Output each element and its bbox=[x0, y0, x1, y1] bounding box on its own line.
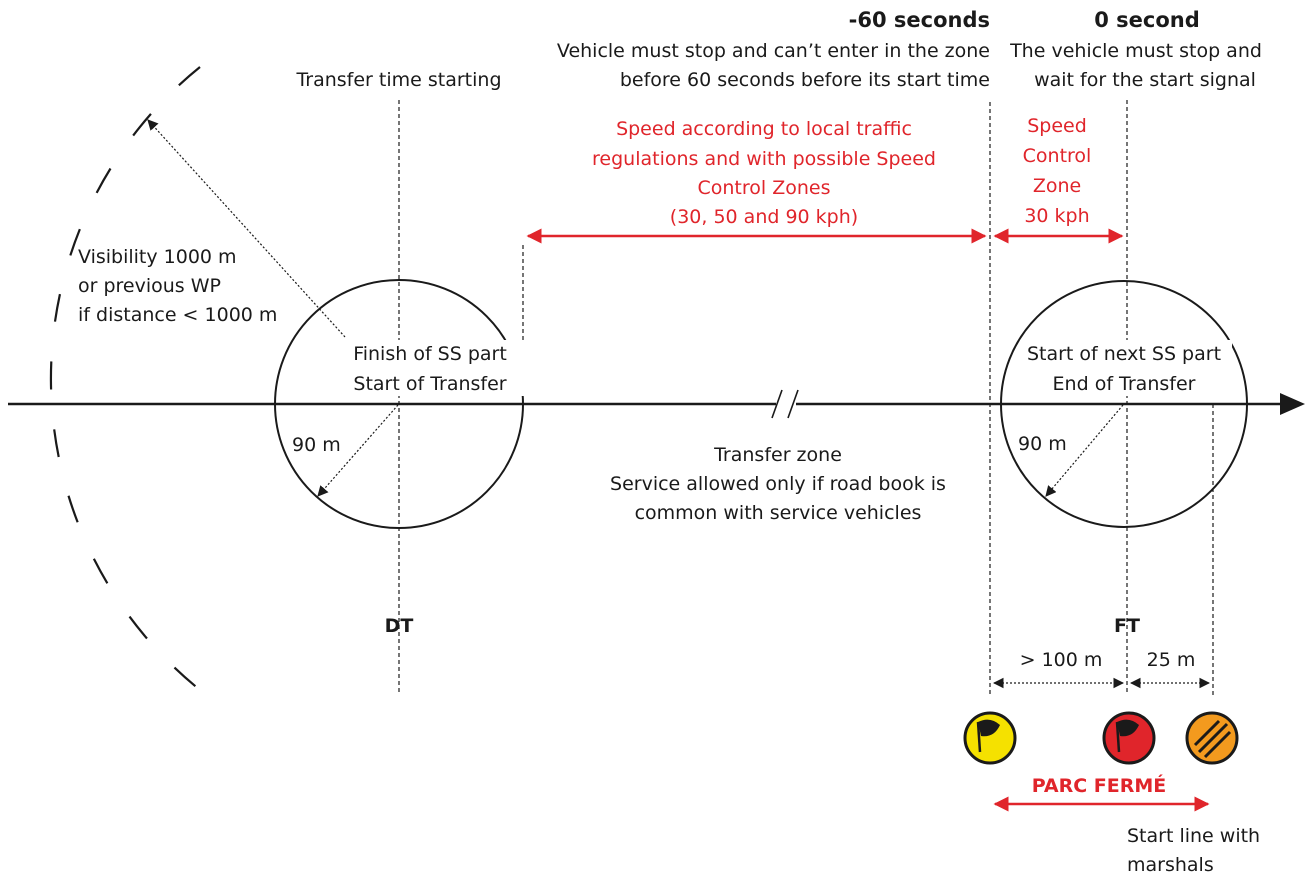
minus60-line1: Vehicle must stop and can’t enter in the… bbox=[557, 40, 990, 62]
visibility-line2: or previous WP bbox=[78, 275, 221, 297]
scz-line1: Speed bbox=[1027, 115, 1087, 137]
transfer-time-label: Transfer time starting bbox=[295, 69, 501, 91]
scz-line4: 30 kph bbox=[1024, 205, 1089, 227]
transfer-zone-line3: common with service vehicles bbox=[635, 502, 922, 524]
speed-line3: Control Zones bbox=[698, 177, 831, 199]
transfer-zone-line2: Service allowed only if road book is bbox=[610, 473, 946, 495]
scz-line3: Zone bbox=[1033, 175, 1081, 197]
zero-line2: wait for the start signal bbox=[1034, 69, 1256, 91]
ft-label: FT bbox=[1114, 615, 1140, 637]
speed-line2: regulations and with possible Speed bbox=[592, 148, 936, 170]
transfer-zone-line1: Transfer zone bbox=[713, 444, 842, 466]
visibility-arrow bbox=[147, 119, 346, 338]
distance-100-label: > 100 m bbox=[1020, 649, 1103, 671]
radius-label-left: 90 m bbox=[292, 434, 341, 456]
zero-title: 0 second bbox=[1094, 8, 1200, 32]
ft-zone-circle bbox=[1000, 280, 1248, 528]
zero-line1: The vehicle must stop and bbox=[1009, 40, 1262, 62]
parc-ferme-label: PARC FERMÉ bbox=[1032, 774, 1167, 797]
end-of-restriction-sign-icon bbox=[1185, 711, 1239, 765]
scz-line2: Control bbox=[1023, 145, 1092, 167]
start-next-line1: Start of next SS part bbox=[1027, 343, 1221, 365]
radius-arrow-left bbox=[317, 404, 399, 497]
start-line-label-1: Start line with bbox=[1127, 825, 1260, 847]
minus60-title: -60 seconds bbox=[849, 8, 990, 32]
dt-label: DT bbox=[385, 615, 414, 637]
start-next-line2: End of Transfer bbox=[1053, 373, 1196, 395]
road-arrowhead-icon bbox=[1280, 393, 1305, 415]
speed-line4: (30, 50 and 90 kph) bbox=[670, 206, 858, 228]
yellow-flag-sign-icon bbox=[963, 711, 1017, 765]
start-line-label-2: marshals bbox=[1127, 854, 1214, 876]
distance-25-label: 25 m bbox=[1147, 649, 1196, 671]
axis-break-mark bbox=[771, 389, 799, 419]
speed-line1: Speed according to local traffic bbox=[616, 118, 912, 140]
red-flag-sign-icon bbox=[1102, 711, 1156, 765]
visibility-line3: if distance < 1000 m bbox=[78, 304, 277, 326]
visibility-line1: Visibility 1000 m bbox=[78, 246, 237, 268]
radius-label-right: 90 m bbox=[1018, 433, 1067, 455]
dt-zone-circle bbox=[274, 279, 524, 529]
finish-line1: Finish of SS part bbox=[353, 343, 507, 365]
minus60-line2: before 60 seconds before its start time bbox=[620, 69, 990, 91]
finish-line2: Start of Transfer bbox=[353, 373, 506, 395]
visibility-arc bbox=[49, 66, 201, 691]
